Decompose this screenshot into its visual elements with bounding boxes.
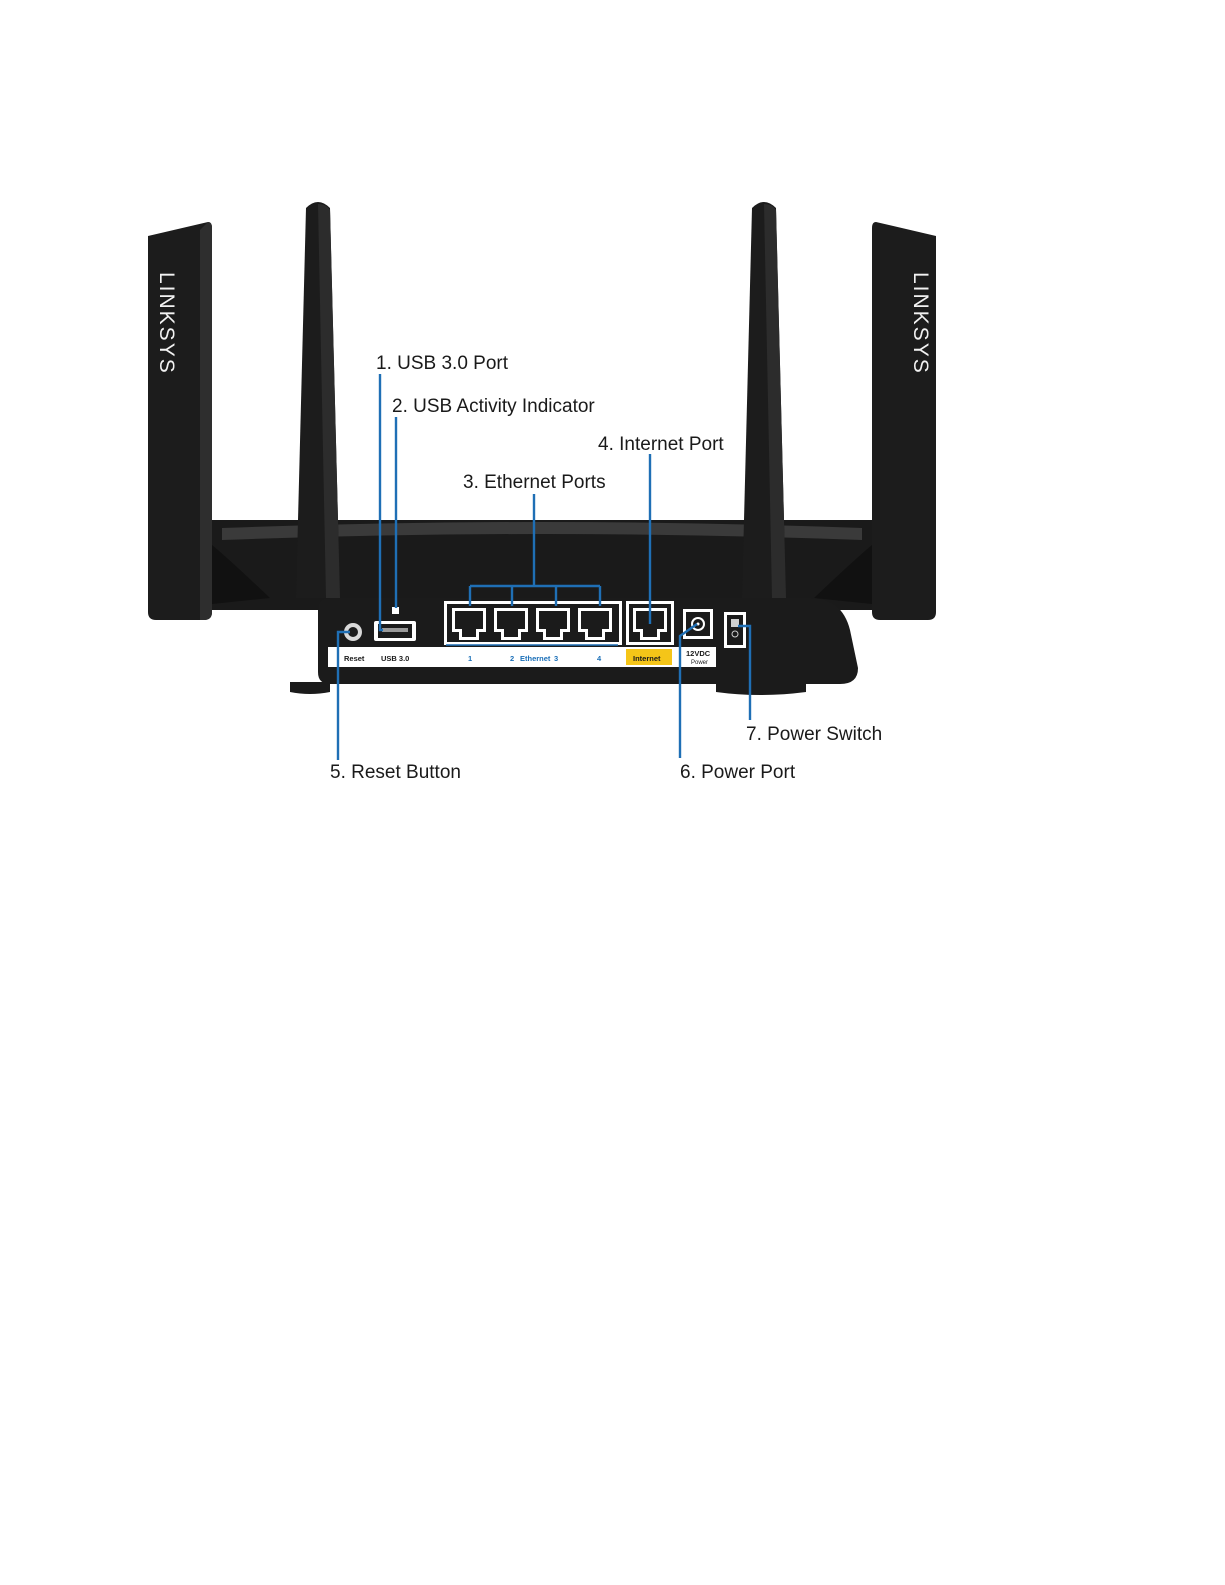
panel-label-power: Power bbox=[691, 660, 708, 666]
callout-ethernet-ports: 3. Ethernet Ports bbox=[463, 472, 606, 493]
right-antenna-paddle: LINKSYS bbox=[872, 222, 936, 620]
callout-reset-button: 5. Reset Button bbox=[330, 762, 461, 783]
brand-logo-left: LINKSYS bbox=[155, 272, 178, 375]
antenna-left bbox=[296, 202, 340, 598]
power-port bbox=[683, 609, 713, 639]
panel-label-port2: 2 bbox=[510, 654, 514, 663]
panel-label-port3: 3 bbox=[554, 654, 558, 663]
panel-label-reset: Reset bbox=[344, 654, 365, 663]
callout-power-switch: 7. Power Switch bbox=[746, 724, 882, 745]
foot-left bbox=[290, 682, 330, 694]
panel-label-usb: USB 3.0 bbox=[381, 654, 409, 663]
panel-label-power-voltage: 12VDC bbox=[686, 649, 711, 658]
brand-logo-right: LINKSYS bbox=[909, 272, 932, 375]
callout-internet-port: 4. Internet Port bbox=[598, 434, 724, 455]
panel-label-ethernet: Ethernet bbox=[520, 654, 551, 663]
foot-right bbox=[716, 682, 806, 695]
left-antenna-paddle: LINKSYS bbox=[148, 222, 212, 620]
power-switch bbox=[724, 612, 746, 648]
usb-activity-led bbox=[392, 607, 399, 614]
callout-usb-activity: 2. USB Activity Indicator bbox=[392, 396, 595, 417]
panel-label-internet: Internet bbox=[633, 654, 661, 663]
callout-power-port: 6. Power Port bbox=[680, 762, 796, 783]
panel-label-port1: 1 bbox=[468, 654, 472, 663]
antenna-right bbox=[742, 202, 786, 598]
callout-usb-port: 1. USB 3.0 Port bbox=[376, 353, 509, 374]
